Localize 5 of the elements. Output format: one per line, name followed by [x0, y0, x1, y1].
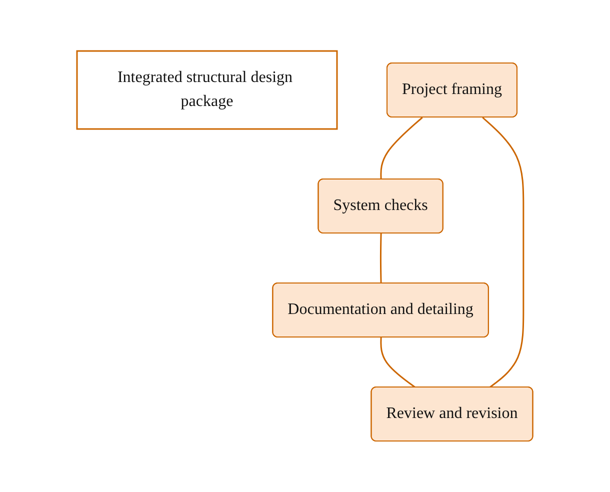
node-box: Integrated structural design package — [76, 50, 338, 130]
connector — [380, 233, 382, 284]
connector — [380, 337, 416, 388]
connector — [380, 116, 423, 180]
connector — [482, 116, 524, 388]
